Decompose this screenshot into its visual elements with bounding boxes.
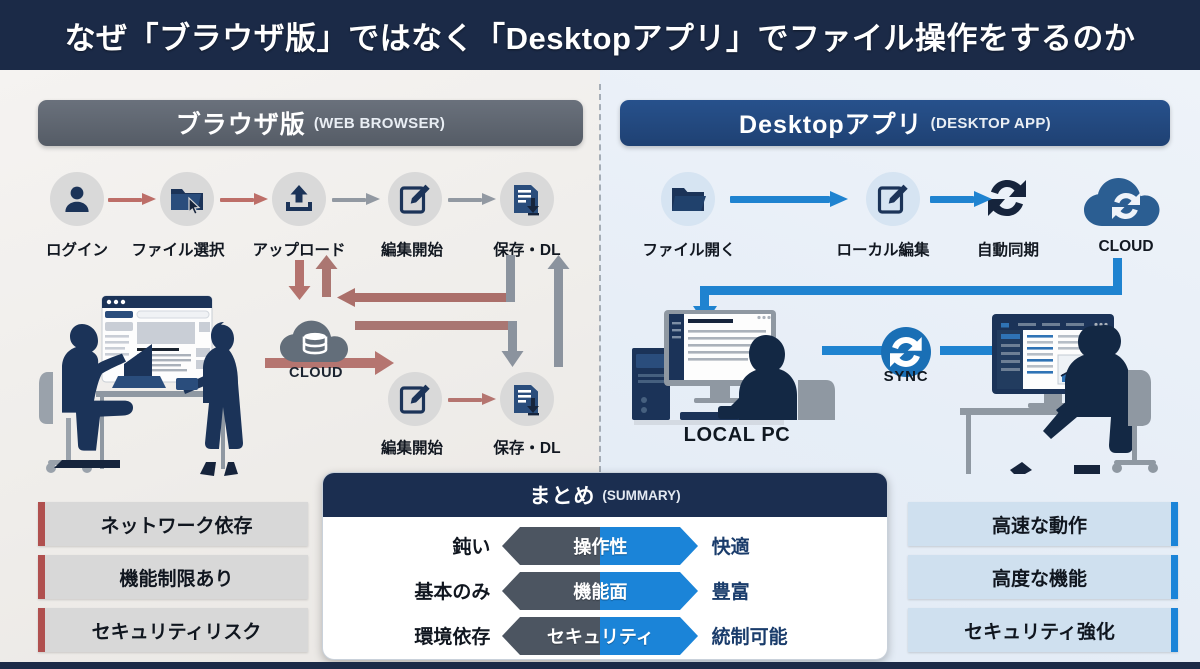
summary-row-2-center: 機能面 xyxy=(573,581,628,602)
flow-label-save-dl-2: 保存・DL xyxy=(493,440,561,457)
edit-pencil-icon xyxy=(866,172,920,226)
panel-divider xyxy=(599,84,601,472)
page-title-bar: なぜ「ブラウザ版」ではなく「Desktopアプリ」でファイル操作をするのか xyxy=(0,0,1200,70)
summary-row-2-left: 基本のみ xyxy=(414,582,491,603)
upload-icon xyxy=(272,172,326,226)
desktop-header-jp: Desktopアプリ xyxy=(739,111,923,139)
desktop-pro-3-label: セキュリティ強化 xyxy=(964,621,1115,643)
summary-header-en: (SUMMARY) xyxy=(602,487,681,503)
flow-arrow-2 xyxy=(220,193,268,205)
flow-arrow-3 xyxy=(332,193,380,205)
folder-cursor-icon xyxy=(160,172,214,226)
browser-con-1-label: ネットワーク依存 xyxy=(100,515,253,537)
folder-open-icon xyxy=(661,172,715,226)
summary-rows: 鈍い 操作性 快適 基本のみ 機能面 xyxy=(323,517,887,658)
sync-icon xyxy=(982,173,1032,223)
browser-header-jp: ブラウザ版 xyxy=(175,111,306,139)
summary-row-3-hex: セキュリティ xyxy=(502,616,699,655)
flow-arrow-5 xyxy=(448,393,496,405)
save-download-icon xyxy=(500,172,554,226)
chip-accent-bar xyxy=(1171,608,1178,652)
chip-accent-bar xyxy=(1171,502,1178,546)
desktop-section-header: Desktopアプリ (DESKTOP APP) xyxy=(620,100,1170,146)
browser-con-3: セキュリティリスク xyxy=(38,608,308,652)
desktop-pro-2-label: 高度な機能 xyxy=(991,568,1087,590)
summary-row-3-right: 統制可能 xyxy=(711,627,788,648)
summary-row: 基本のみ 機能面 豊富 xyxy=(323,568,887,613)
flow-label-auto-sync: 自動同期 xyxy=(976,242,1039,259)
browser-con-2: 機能制限あり xyxy=(38,555,308,599)
desktop-pro-1-label: 高速な動作 xyxy=(991,515,1087,537)
edit-pencil-icon xyxy=(388,372,442,426)
summary-row: 環境依存 セキュリティ 統制可能 xyxy=(323,613,887,658)
flow-label-file-select: ファイル選択 xyxy=(131,242,225,259)
local-pc-scene-illustration xyxy=(632,310,835,425)
summary-row-1-right: 快適 xyxy=(711,537,750,558)
summary-row: 鈍い 操作性 快適 xyxy=(323,523,887,568)
chip-accent-bar xyxy=(1171,555,1178,599)
summary-row-3-center: セキュリティ xyxy=(546,626,654,647)
summary-row-3-left: 環境依存 xyxy=(414,627,491,648)
desktop-pro-3: セキュリティ強化 xyxy=(908,608,1178,652)
summary-row-2-right: 豊富 xyxy=(711,582,750,603)
flow-arrow-4 xyxy=(448,193,496,205)
browser-flow-routing xyxy=(265,255,570,375)
flow-label-save-dl: 保存・DL xyxy=(493,242,561,259)
browser-desk-scene-illustration xyxy=(39,295,243,476)
cloud-sync-icon xyxy=(1078,168,1174,230)
desktop-flow-arrow-1 xyxy=(730,191,850,207)
flow-label-edit-start-2: 編集開始 xyxy=(380,440,443,457)
flow-arrow-1 xyxy=(108,193,156,205)
sync-badge-icon xyxy=(880,326,932,378)
summary-header: まとめ (SUMMARY) xyxy=(323,473,887,517)
flow-label-edit-start: 編集開始 xyxy=(380,242,443,259)
bottom-accent-bar xyxy=(0,662,1200,669)
save-download-icon xyxy=(500,372,554,426)
summary-row-1-hex: 操作性 xyxy=(502,526,699,565)
cloud-database-icon xyxy=(278,312,354,366)
summary-row-1-center: 操作性 xyxy=(573,536,628,557)
browser-section-header: ブラウザ版 (WEB BROWSER) xyxy=(38,100,583,146)
summary-row-1-left: 鈍い xyxy=(452,537,491,558)
desktop-header-en: (DESKTOP APP) xyxy=(930,114,1051,132)
browser-con-3-label: セキュリティリスク xyxy=(91,621,262,643)
chip-accent-bar xyxy=(38,502,45,546)
page-title: なぜ「ブラウザ版」ではなく「Desktopアプリ」でファイル操作をするのか xyxy=(64,20,1136,56)
desktop-flow-arrow-2 xyxy=(930,191,992,207)
chip-accent-bar xyxy=(38,555,45,599)
local-pc-label: LOCAL PC xyxy=(683,424,791,446)
sync-label: SYNC xyxy=(883,368,929,385)
flow-label-cloud: CLOUD xyxy=(1098,238,1154,255)
chip-accent-bar xyxy=(38,608,45,652)
flow-label-upload: アップロード xyxy=(252,242,346,259)
summary-card: まとめ (SUMMARY) 鈍い 操作性 快適 基本のみ xyxy=(322,472,888,660)
flow-label-login: ログイン xyxy=(45,242,108,259)
flow-label-open-file: ファイル開く xyxy=(642,242,736,259)
browser-header-en: (WEB BROWSER) xyxy=(313,114,446,132)
browser-con-1: ネットワーク依存 xyxy=(38,502,308,546)
summary-row-2-hex: 機能面 xyxy=(502,571,699,610)
cloud-label-left: CLOUD xyxy=(288,365,344,381)
desktop-desk-scene-illustration xyxy=(960,314,1158,474)
flow-label-local-edit: ローカル編集 xyxy=(836,242,930,259)
browser-con-2-label: 機能制限あり xyxy=(119,568,234,590)
desktop-pro-1: 高速な動作 xyxy=(908,502,1178,546)
summary-header-jp: まとめ xyxy=(529,485,596,508)
desktop-pro-2: 高度な機能 xyxy=(908,555,1178,599)
user-icon xyxy=(50,172,104,226)
edit-pencil-icon xyxy=(388,172,442,226)
